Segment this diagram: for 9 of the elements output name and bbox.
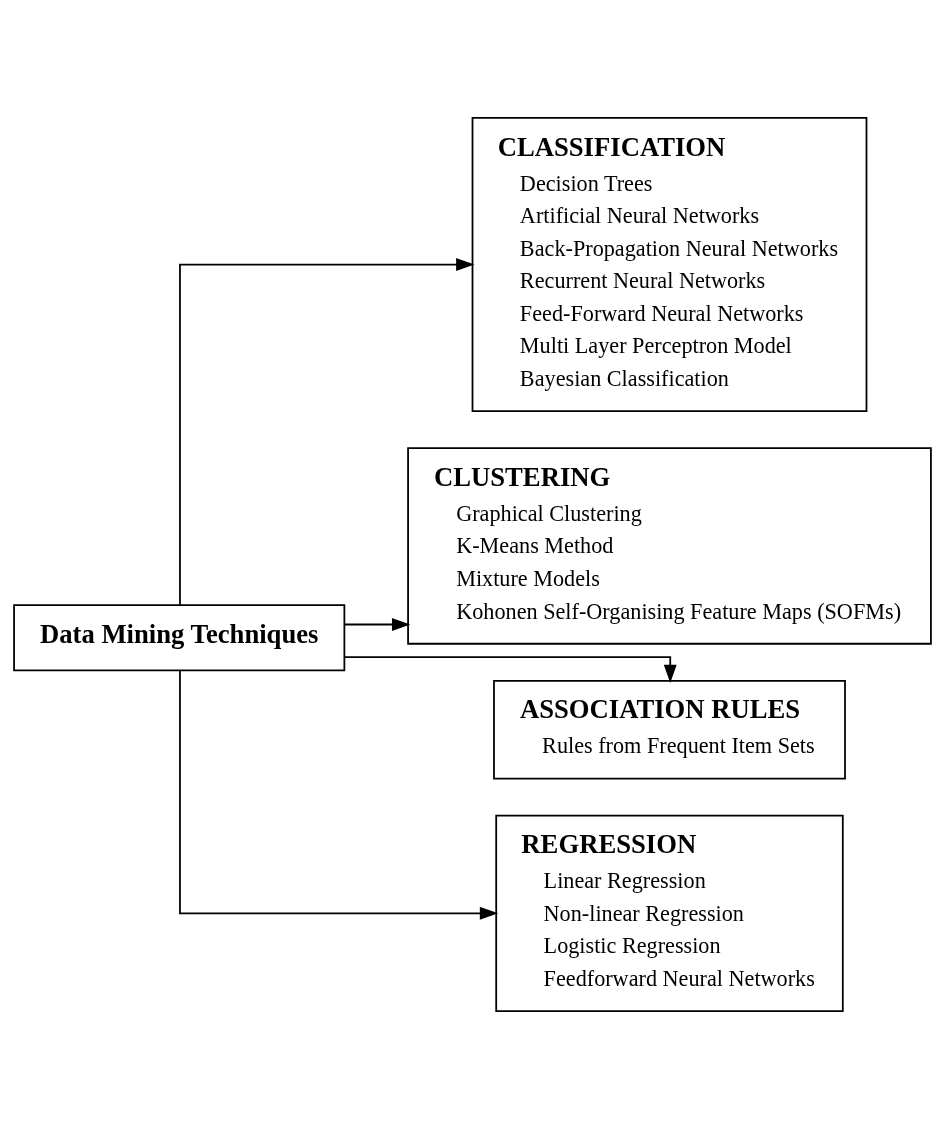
node-box: ASSOCIATION RULES Rules from Frequent Item Sets xyxy=(493,679,846,779)
node-box: CLUSTERING Graphical Clustering K-Means Method Mixture Models Kohonen Self-Organising Feature Maps (SOFMs) xyxy=(407,446,932,645)
node-box: Data Mining Techniques xyxy=(13,603,346,671)
arrow xyxy=(343,655,677,683)
arrow xyxy=(343,617,411,631)
arrow xyxy=(179,669,499,920)
node-box: CLASSIFICATION Decision Trees Artificial Neural Networks Back-Propagation Neural Networks Recurrent Neural Networks Feed-Forward Neural Networks Multi Layer Perceptron Model Bayesian Classification xyxy=(471,116,868,412)
node-box: REGRESSION Linear Regression Non-linear Regression Logistic Regression Feedforward Neural Networks xyxy=(495,814,844,1012)
arrow xyxy=(179,257,475,606)
